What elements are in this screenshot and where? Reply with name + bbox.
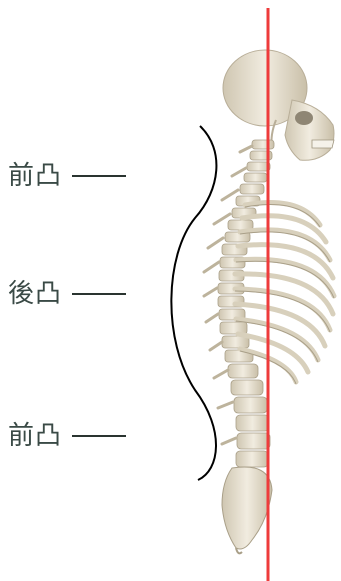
sacrum: [222, 467, 272, 553]
lumbar-lordosis-label: 前凸: [8, 420, 126, 451]
thoracic-pointer-line: [72, 293, 126, 295]
cervical-lordosis-text: 前凸: [8, 161, 62, 191]
lumbar-lordosis-text: 前凸: [8, 421, 62, 451]
lumbar-pointer-line: [72, 435, 126, 437]
skull: [223, 50, 334, 160]
thoracic-kyphosis-label: 後凸: [8, 278, 126, 309]
cervical-lordosis-label: 前凸: [8, 160, 126, 191]
cervical-pointer-line: [72, 175, 126, 177]
spinal-curvature-line: [171, 126, 216, 480]
thoracic-kyphosis-text: 後凸: [8, 279, 62, 309]
